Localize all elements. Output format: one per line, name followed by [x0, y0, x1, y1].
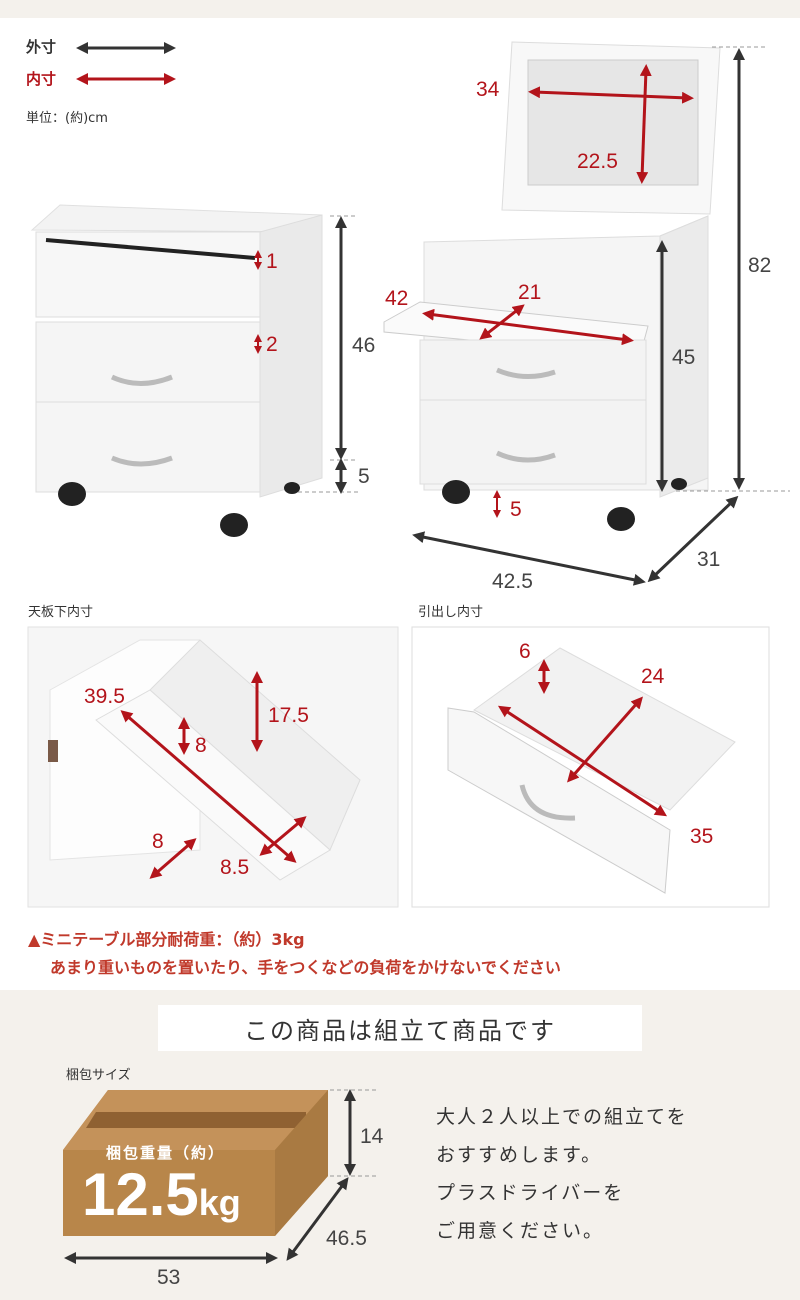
package-size-title: 梱包サイズ	[66, 1068, 131, 1083]
dim-table-width: 42	[385, 287, 409, 310]
dim-caster-height: 5	[358, 465, 370, 488]
dim-package-width: 53	[157, 1266, 181, 1289]
dim-drawer-depth: 24	[641, 665, 665, 688]
dim-mirror-height: 22.5	[577, 150, 618, 173]
legend-outer-label: 外寸	[26, 38, 57, 56]
top-strip	[0, 0, 800, 18]
dim-gap-top: 1	[266, 250, 278, 273]
dim-floor-clearance: 5	[510, 498, 522, 521]
legend-inner-label: 内寸	[26, 70, 57, 88]
dim-total-height: 82	[748, 254, 772, 277]
assembly-banner: この商品は組立て商品です	[158, 1005, 642, 1051]
closed-cabinet-illustration	[30, 204, 358, 537]
dim-package-height: 14	[360, 1125, 384, 1148]
drawer-photo	[411, 626, 770, 908]
dim-under-length: 39.5	[84, 685, 125, 708]
advice-line: ご用意ください。	[436, 1220, 605, 1242]
package-box-illustration	[63, 1089, 378, 1264]
package-weight-unit: kg	[198, 1182, 241, 1223]
drawer-inner-title: 引出し内寸	[418, 605, 484, 620]
assembly-advice: 大人２人以上での組立てを おすすめします。 プラスドライバーを ご用意ください。	[436, 1098, 688, 1250]
load-warning-detail: あまり重いものを置いたり、手をつくなどの負荷をかけないでください	[50, 958, 561, 977]
dim-table-depth: 21	[518, 281, 542, 304]
dim-width: 42.5	[492, 570, 533, 593]
unit-label: 単位：(約)cm	[26, 111, 108, 126]
advice-line: 大人２人以上での組立てを	[436, 1106, 688, 1128]
dim-front-width: 8	[152, 830, 164, 853]
dim-mirror-width: 34	[476, 78, 500, 101]
dim-under-height: 17.5	[268, 704, 309, 727]
dim-drawer-height: 6	[519, 640, 531, 663]
dim-back-width: 8.5	[220, 856, 250, 879]
advice-line: プラスドライバーを	[436, 1182, 625, 1204]
dim-drawer-width: 35	[690, 825, 714, 848]
package-weight-label: 梱包重量（約）	[106, 1144, 226, 1162]
load-warning-title: ▲ミニテーブル部分耐荷重：（約）3kg	[28, 930, 305, 949]
under-top-title: 天板下内寸	[28, 605, 94, 620]
dim-depth: 31	[697, 548, 721, 571]
dim-table-height: 45	[672, 346, 696, 369]
dim-divider-height: 8	[195, 734, 207, 757]
package-weight: 12.5kg	[82, 1160, 241, 1229]
dim-gap-second: 2	[266, 333, 278, 356]
open-cabinet-illustration	[383, 41, 790, 586]
package-weight-value: 12.5	[82, 1161, 199, 1228]
dim-package-depth: 46.5	[326, 1227, 367, 1250]
advice-line: おすすめします。	[436, 1144, 603, 1166]
under-top-photo	[27, 626, 399, 908]
dim-body-height: 46	[352, 334, 376, 357]
